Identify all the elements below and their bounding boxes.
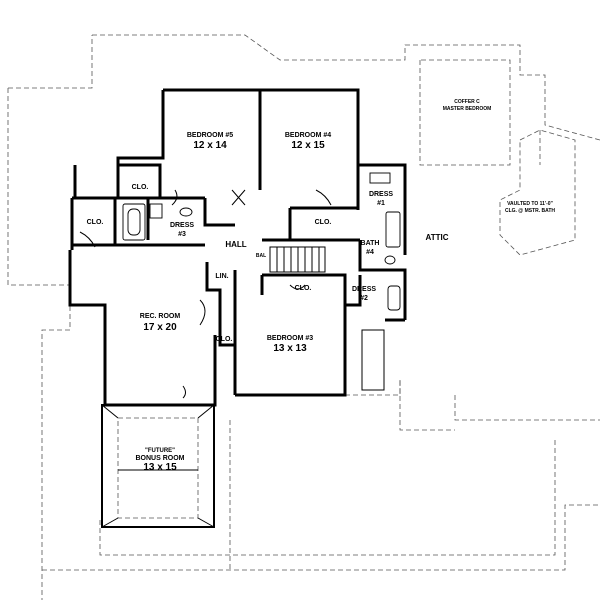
bath4-label: BATH: [361, 240, 380, 247]
interior-details: [79, 189, 385, 399]
linen-label: LIN.: [215, 273, 228, 280]
vaulted-note-line1: VAULTED TO 11'-0": [507, 201, 553, 207]
bonus-room-name: BONUS ROOM: [136, 455, 185, 462]
bedroom3-size: 13 x 13: [273, 343, 307, 354]
bath4-num: #4: [366, 249, 374, 256]
closet-label-left: CLO.: [87, 219, 104, 226]
coffer-note-line2: MASTER BEDROOM: [443, 106, 492, 112]
bedroom4-name: BEDROOM #4: [285, 132, 331, 139]
dress1-num: #1: [377, 200, 385, 207]
closet-label-rec: CLO.: [216, 336, 233, 343]
bedroom5-name: BEDROOM #5: [187, 132, 233, 139]
rec-room-size: 17 x 20: [143, 322, 177, 333]
roof-outline: [7, 34, 600, 600]
bedroom5-size: 12 x 14: [193, 140, 227, 151]
dress2-num: #2: [360, 295, 368, 302]
bedroom3-name: BEDROOM #3: [267, 335, 313, 342]
coffer-note-line1: COFFER C: [454, 99, 480, 105]
dress2-label: DRESS: [352, 286, 376, 293]
attic-label: ATTIC: [426, 233, 449, 242]
dress1-label: DRESS: [369, 191, 393, 198]
dress3-label: DRESS: [170, 222, 194, 229]
hall-label: HALL: [225, 240, 246, 249]
rec-room-name: REC. ROOM: [140, 313, 181, 320]
closet-label-bed5: CLO.: [132, 184, 149, 191]
dress3-num: #3: [178, 231, 186, 238]
bonus-room-size: 13 x 15: [143, 462, 177, 473]
fixtures: [122, 172, 401, 311]
walls: [68, 88, 407, 407]
balcony-label: BAL: [256, 253, 266, 259]
vaulted-note-line2: CLG. @ MSTR. BATH: [505, 208, 555, 214]
bonus-room-tag: "FUTURE": [145, 448, 175, 454]
closet-label-bed3: CLO.: [295, 285, 312, 292]
bedroom4-size: 12 x 15: [291, 140, 325, 151]
closet-label-bed4: CLO.: [315, 219, 332, 226]
